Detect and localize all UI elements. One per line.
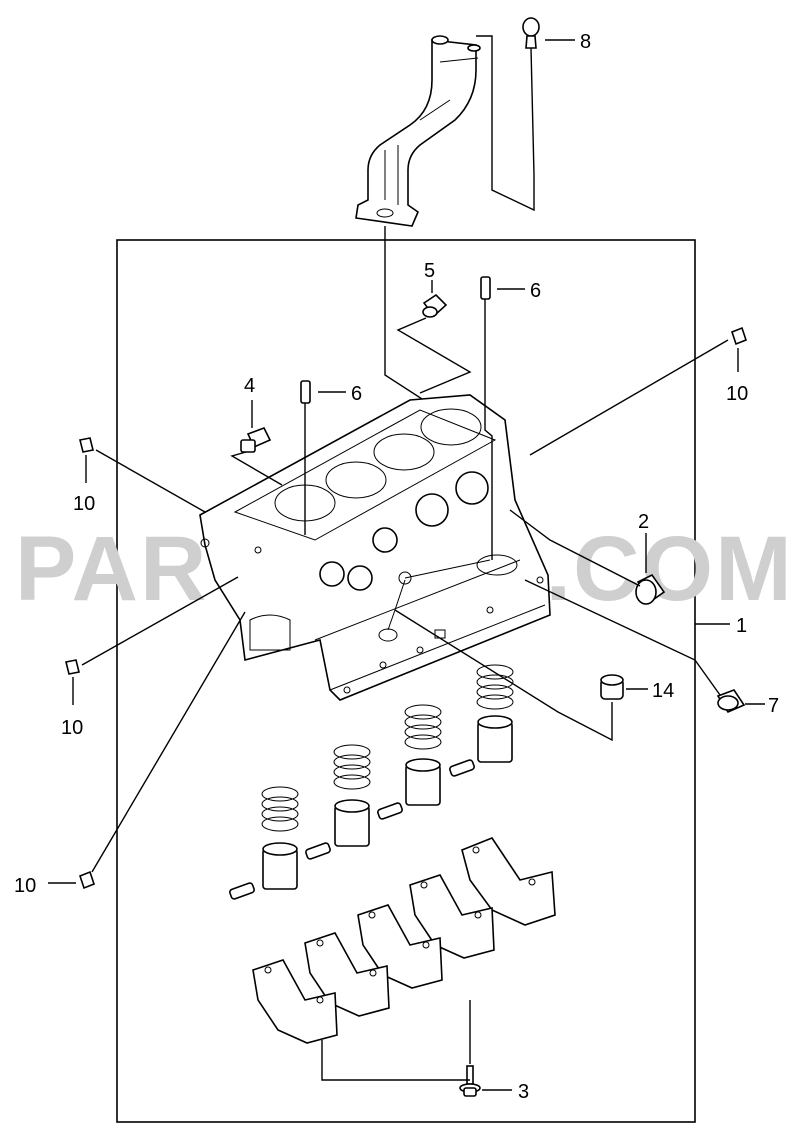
- part-10-plug-upper-left[interactable]: [79, 437, 94, 453]
- part-2-seal[interactable]: [635, 573, 666, 605]
- assembly-frame: [116, 239, 696, 1123]
- callout-6-upper: 6: [530, 280, 541, 302]
- cylinder-block[interactable]: [199, 394, 551, 701]
- callout-10-lower-left: 10: [14, 875, 36, 897]
- part-10-plug-middle-left[interactable]: [65, 659, 80, 675]
- callout-10-upper-left: 10: [73, 493, 95, 515]
- callout-10-middle-left: 10: [61, 717, 83, 739]
- piston-4: [229, 786, 299, 900]
- callout-1: 1: [736, 615, 747, 637]
- callout-7: 7: [768, 695, 779, 717]
- part-5-plug[interactable]: [422, 293, 448, 318]
- part-4-bolt[interactable]: [240, 426, 272, 453]
- callout-3: 3: [518, 1081, 529, 1103]
- piston-2: [377, 704, 442, 820]
- part-3-bolt[interactable]: [459, 1065, 481, 1097]
- part-10-plug-lower-left[interactable]: [79, 870, 95, 890]
- piston-3: [305, 744, 371, 860]
- callout-4: 4: [244, 375, 255, 397]
- part-7-drain-plug[interactable]: [716, 689, 746, 714]
- main-bearing-caps[interactable]: [252, 837, 556, 1044]
- part-6-dowel-left[interactable]: [300, 380, 311, 404]
- dipstick-tube[interactable]: [355, 35, 481, 227]
- callout-8: 8: [580, 31, 591, 53]
- callout-6-left: 6: [351, 383, 362, 405]
- part-14-cap[interactable]: [600, 674, 624, 700]
- callout-10-upper-right: 10: [726, 383, 748, 405]
- dipstick[interactable]: [522, 17, 540, 176]
- piston-set[interactable]: [229, 664, 514, 900]
- callout-2: 2: [638, 511, 649, 533]
- callout-5: 5: [424, 260, 435, 282]
- piston-1: [449, 664, 514, 777]
- part-6-dowel-upper[interactable]: [480, 276, 491, 300]
- callout-14: 14: [652, 680, 674, 702]
- part-10-plug-upper-right[interactable]: [731, 326, 747, 346]
